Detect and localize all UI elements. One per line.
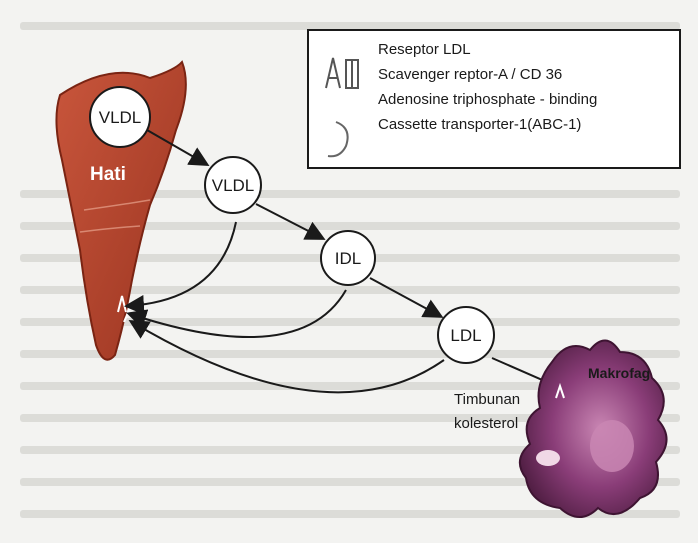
node-vldl-2: VLDL — [205, 157, 261, 213]
node-vldl-2-label: VLDL — [212, 176, 255, 195]
legend-item-abc1-line1: Adenosine triphosphate - binding — [378, 91, 597, 108]
legend: Reseptor LDL Scavenger reptor-A / CD 36 … — [308, 30, 680, 168]
node-idl-label: IDL — [335, 249, 361, 268]
plaque-label-line1: Timbunan — [454, 391, 520, 408]
node-ldl-label: LDL — [450, 326, 481, 345]
node-ldl: LDL — [438, 307, 494, 363]
organ-label: Hati — [90, 164, 126, 185]
lipid-droplet — [536, 450, 560, 466]
node-vldl-1-label: VLDL — [99, 108, 142, 127]
legend-item-ldl-receptor: Reseptor LDL — [378, 41, 471, 58]
node-vldl-1: VLDL — [90, 87, 150, 147]
plaque-label-line2: kolesterol — [454, 415, 518, 432]
legend-item-scavenger-receptor: Scavenger reptor-A / CD 36 — [378, 66, 562, 83]
macrophage-label: Makrofag — [588, 365, 650, 381]
node-idl: IDL — [321, 231, 375, 285]
macrophage-nucleus — [590, 420, 634, 472]
legend-item-abc1-line2: Cassette transporter-1(ABC-1) — [378, 116, 581, 133]
